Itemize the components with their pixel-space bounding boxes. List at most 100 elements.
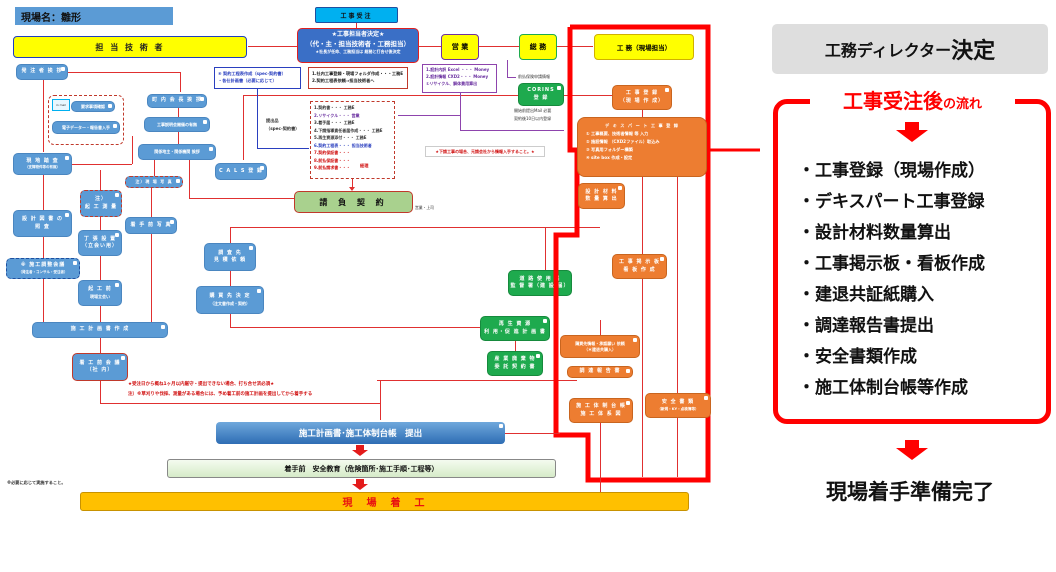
purchase-approval-box: 購買先情報・承認願い 依頼 （＊建退共購入）: [560, 335, 640, 358]
pin-icon: [209, 147, 213, 151]
pin-icon: [61, 67, 65, 71]
box-line: 看 板 作 成: [623, 266, 656, 273]
box-line: 着 工 前 会 議: [79, 359, 121, 366]
optional-note: ※必要に応じて実施すること。: [7, 480, 66, 485]
waste-contract-box: 産 業 廃 棄 物 委 託 契 約 書: [487, 351, 543, 376]
decision-note: ★社長が任命、工務担当は 総務と打合せ後決定: [315, 49, 401, 55]
note-line: 2.設計情報 CXD2・・・ Money: [426, 73, 489, 79]
internal-registration-note: 1.社内工事登録・現場フォルダ作成・・・工務E 2.契約工程表依頼⇒担当技術者へ: [308, 67, 408, 89]
pin-icon: [704, 396, 708, 400]
flow-step-item: ・工事掲示板・看板作成: [798, 254, 985, 274]
contract-document-item: 4.下請指導責任者届作成・・・ 工務E: [314, 127, 383, 133]
box-line: （発注者・コンサル・受注者）: [18, 269, 68, 274]
engineering-label: 工 務（現場担当）: [616, 44, 672, 52]
down-arrow-icon: [894, 122, 930, 142]
director-decision-banner: 工務ディレクター決定: [772, 24, 1048, 74]
requirements-check-box: 要求事項確認: [71, 101, 115, 112]
contract-document-item: 1.契約書・・・ 工務E: [314, 105, 355, 110]
pin-icon: [257, 289, 261, 293]
note-text: ★下請工事の場合、元請会社から情報入手すること。★: [435, 148, 535, 154]
contract-document-item: 6.契約工程表・・・ 担当技術者: [314, 142, 372, 148]
pin-icon: [115, 233, 119, 237]
pin-icon: [536, 354, 540, 358]
engineer-in-charge-banner: 担 当 技 術 者: [13, 36, 247, 58]
procurement-report-box: 調 達 報 告 書: [567, 366, 633, 378]
flow-title-sub: の流れ: [942, 97, 982, 112]
sales-tasks-note: 1.設計内訳 Excel ・・・ Money 2.設計情報 CXD2・・・ Mo…: [422, 64, 497, 93]
box-line: 注）現 場 写 真: [135, 179, 173, 184]
pin-icon: [65, 156, 69, 160]
down-arrow-icon: [350, 479, 370, 490]
in-mail-label: in mail: [55, 103, 67, 107]
flow-title: 工事受注後の流れ: [810, 86, 1015, 114]
client-greeting-box: 発 注 者 挨 拶: [16, 64, 68, 80]
box-line: 電子データー・報告書入手: [62, 124, 110, 130]
note-line: 提出品: [266, 118, 279, 123]
connector: [460, 130, 564, 131]
pin-icon: [65, 213, 69, 217]
flow-steps-list: ・工事登録（現場作成）・デキスパート工事登録・設計材料数量算出・工事掲示板・看板…: [798, 156, 1048, 404]
connector: [100, 217, 101, 230]
pin-icon: [499, 424, 503, 428]
connector: [545, 227, 546, 270]
kick-off-box: 起 工 前 現場立会い: [78, 280, 122, 306]
contract-document-item: 9.前払請求書・・・: [314, 165, 351, 171]
connector: [460, 93, 461, 130]
photo-note-box: 注）現 場 写 真: [125, 176, 183, 188]
connector: [100, 170, 101, 190]
note-line: （spec-契約書）: [266, 125, 300, 131]
connector: [352, 179, 353, 189]
pin-icon: [203, 120, 207, 124]
sales-box: 営 業: [441, 34, 479, 60]
box-line: 調 査 先: [218, 249, 242, 256]
briefing-session-box: 工事説明会開催の有無: [144, 117, 210, 132]
box-line: 道 路 使 用 届: [519, 275, 561, 282]
site-name-label: 現場名：雛形: [21, 13, 81, 24]
contract-box: 請 負 契 約: [294, 191, 413, 213]
pin-icon: [170, 220, 174, 224]
box-line: （現 場 作 成）: [619, 97, 665, 104]
flow-step-item: ・デキスパート工事登録: [798, 192, 985, 212]
dekispart-item: ④ site box 作成・設定: [586, 154, 633, 160]
flow-step-item: ・工事登録（現場作成）: [798, 161, 985, 181]
box-line: 起 工 前: [88, 286, 112, 293]
box-line: 丁 張 設 置: [83, 235, 117, 242]
box-line: （支障物件等の有無）: [25, 165, 60, 170]
box-line: 購 買 先 決 定: [209, 293, 251, 300]
box-line: 安 全 書 類: [661, 399, 695, 406]
connector: [100, 306, 101, 322]
preparation-complete-label: 現場着手準備完了: [772, 476, 1048, 506]
engineer-in-charge-label: 担 当 技 術 者: [95, 42, 165, 52]
site-name-banner: 現場名：雛形: [15, 7, 173, 25]
construction-system-ledger-box: 施 工 体 制 台 帳 施 工 体 系 図: [569, 398, 633, 423]
result-text: 現場着手準備完了: [826, 480, 994, 504]
site-start-label: 現 場 着 工: [342, 498, 427, 509]
subcontract-note: ★下請工事の場合、元請会社から情報入手すること。★: [425, 146, 545, 157]
pre-start-photo-box: 着 手 前 写 真: [125, 217, 177, 234]
box-line: 着 手 前 写 真: [130, 221, 172, 228]
submit-plan-label: 施工計画書･施工体制台帳 提出: [298, 429, 423, 439]
box-line: （社 内）: [86, 367, 114, 373]
connector: [72, 164, 132, 165]
safety-education-label: 着手前 安全教育（危険箇所･施工手順･工程等）: [284, 464, 439, 473]
staking-box: 丁 張 設 置 （立会い用）: [78, 230, 122, 256]
box-line: 再 生 資 源: [498, 321, 532, 327]
pin-icon: [260, 166, 264, 170]
connector: [257, 89, 258, 148]
site-survey-box: 現 地 踏 査 （支障物件等の有無）: [13, 153, 72, 175]
electronic-data-box: 電子データー・報告書入手: [52, 121, 120, 134]
submit-plan-bar: 施工計画書･施工体制台帳 提出: [216, 422, 505, 444]
procurement-decision-box: 購 買 先 決 定 （注文書作成・契約）: [196, 286, 264, 314]
box-line: 登 録: [533, 94, 549, 101]
box-line: 注）: [94, 196, 107, 202]
connector: [515, 341, 516, 351]
note-line: 契約後10日以内登録: [514, 115, 552, 121]
connector: [507, 60, 508, 77]
pin-icon: [626, 401, 630, 405]
flow-step-item: ・施工体制台帳等作成: [798, 378, 968, 398]
safety-documents-box: 安 全 書 類 （新規・KY・点検簿等）: [645, 393, 711, 418]
initial-survey-box: 注） 起 工 測 量: [80, 190, 122, 217]
pin-icon: [618, 186, 622, 190]
